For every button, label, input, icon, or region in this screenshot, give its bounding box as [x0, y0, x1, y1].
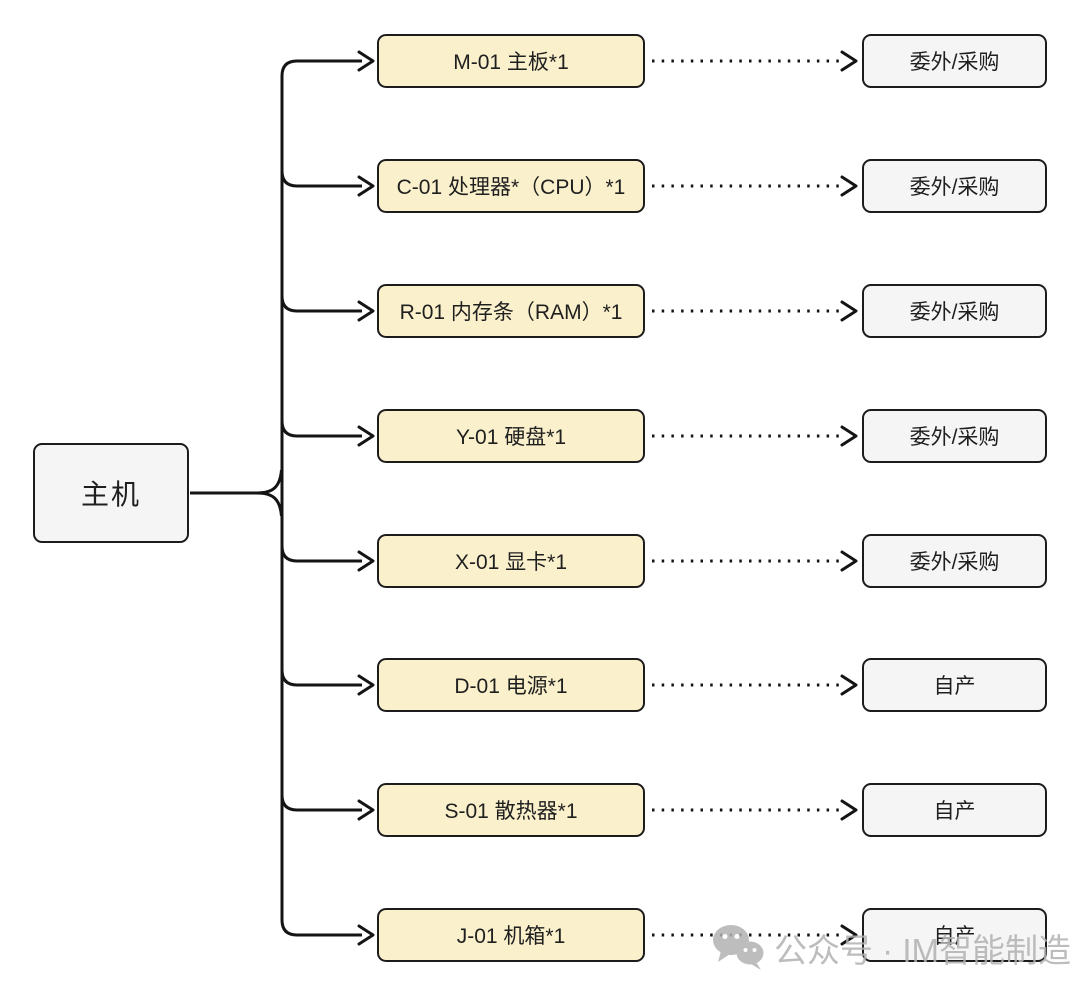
component-node-cooler: S-01 散热器*1 [377, 783, 645, 837]
branch-7 [280, 794, 362, 812]
status-node-2: 委外/采购 [862, 159, 1047, 213]
branch-8 [280, 919, 362, 937]
component-node-gpu: X-01 显卡*1 [377, 534, 645, 588]
brace-flare-down [256, 491, 283, 517]
branch-3 [280, 295, 362, 313]
branch-4 [280, 420, 362, 438]
status-node-1: 委外/采购 [862, 34, 1047, 88]
component-node-psu: D-01 电源*1 [377, 658, 645, 712]
branch-1 [280, 59, 362, 77]
component-node-cpu: C-01 处理器*（CPU）*1 [377, 159, 645, 213]
branch-5 [280, 545, 362, 563]
brace-flare-up [256, 469, 283, 495]
component-node-ram: R-01 内存条（RAM）*1 [377, 284, 645, 338]
component-node-harddisk: Y-01 硬盘*1 [377, 409, 645, 463]
component-node-case: J-01 机箱*1 [377, 908, 645, 962]
dotted-arrowheads [840, 50, 858, 946]
dotted-links [652, 59, 845, 937]
component-node-mainboard: M-01 主板*1 [377, 34, 645, 88]
status-node-5: 委外/采购 [862, 534, 1047, 588]
status-node-7: 自产 [862, 783, 1047, 837]
root-node-host: 主机 [33, 443, 189, 543]
branch-2 [280, 170, 362, 188]
wechat-icon [712, 924, 764, 972]
solid-arrowheads [357, 50, 375, 946]
branch-6 [280, 669, 362, 687]
status-node-6: 自产 [862, 658, 1047, 712]
status-node-3: 委外/采购 [862, 284, 1047, 338]
status-node-8: 自产 [862, 908, 1047, 962]
status-node-4: 委外/采购 [862, 409, 1047, 463]
